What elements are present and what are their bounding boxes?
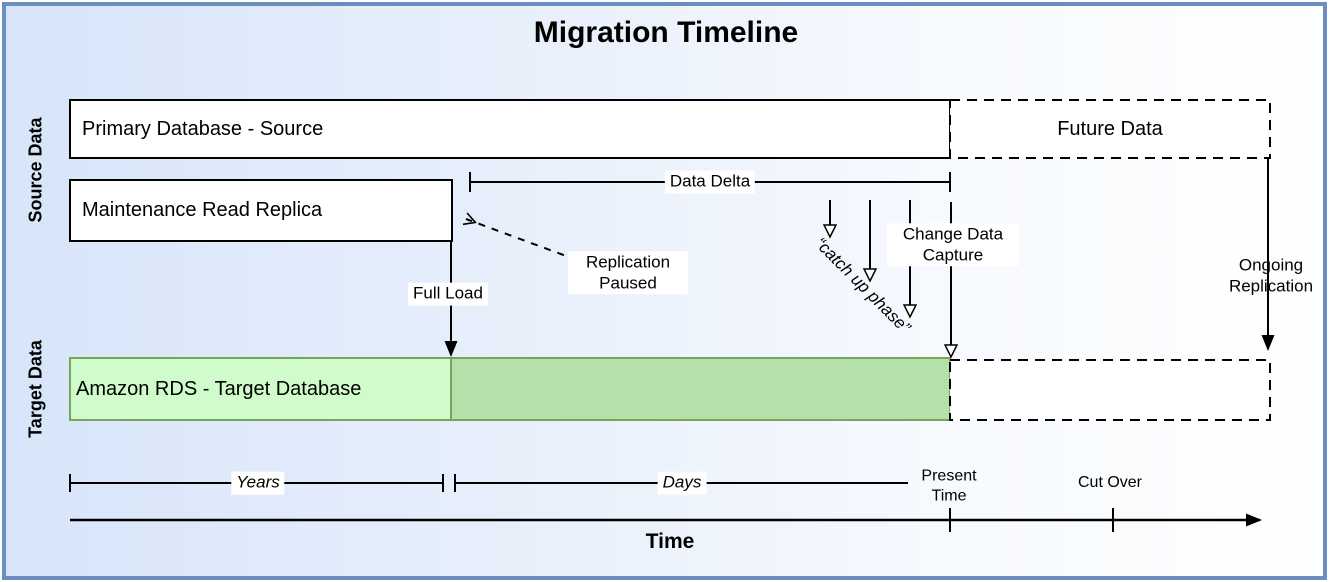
full-load-label: Full Load [408,282,488,306]
time-axis-label: Time [645,530,695,554]
target-future-dashed-box [949,359,1271,421]
data-delta-label: Data Delta [664,170,756,194]
target-data-row-label: Target Data [25,340,46,438]
days-label: Days [657,471,707,495]
primary-database-box [69,99,951,159]
years-label: Years [231,471,285,495]
future-data-box [949,99,1271,159]
cut-over-label: Cut Over [1077,474,1143,492]
primary-database-label: Primary Database - Source [82,117,324,140]
replication-paused-label: Replication Paused [568,251,688,295]
rds-loaded-data-bar [450,357,951,421]
page-title: Migration Timeline [533,16,799,49]
future-data-label: Future Data [1057,117,1163,140]
maintenance-replica-label: Maintenance Read Replica [82,199,323,221]
replication-paused-arrow [466,219,578,261]
rds-target-label: Amazon RDS - Target Database [76,377,362,400]
source-data-row-label: Source Data [25,117,46,223]
present-time-label: Present Time [921,467,977,504]
maintenance-read-replica-box [69,179,453,242]
ongoing-replication-label: Ongoing Replication [1228,255,1314,295]
change-data-capture-label: Change Data Capture [887,223,1019,267]
